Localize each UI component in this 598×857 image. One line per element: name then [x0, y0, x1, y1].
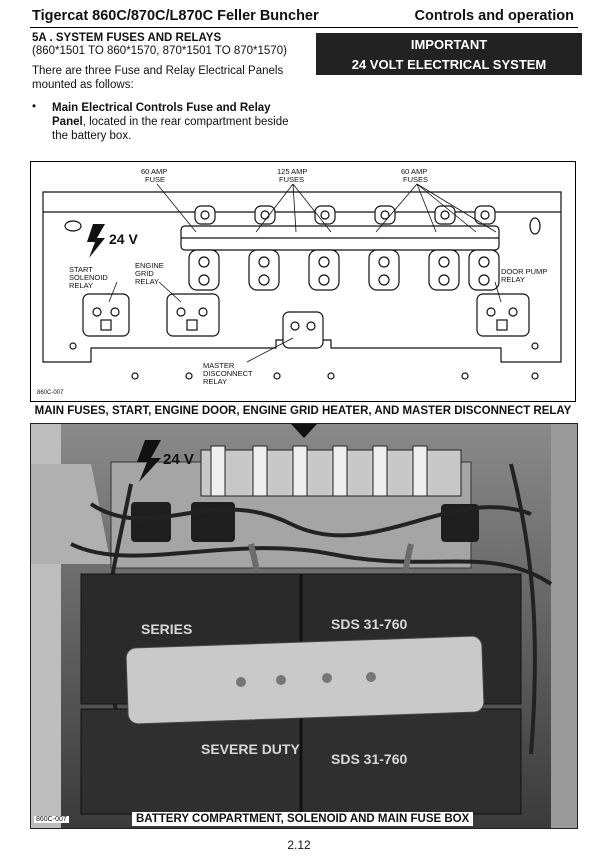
bullet-marker: • — [32, 101, 37, 113]
important-title: IMPORTANT — [410, 37, 488, 52]
label-start-1: START — [69, 265, 93, 274]
label-60-amp-left-1: 60 AMP — [141, 167, 167, 176]
photo-illustration: SERIES SDS 31-760 SEVERE DUTY SDS 31-760… — [31, 424, 577, 828]
diagram-code: 860C-007 — [37, 390, 64, 396]
battery-brand-bottom-left: SEVERE DUTY — [201, 741, 300, 757]
battery-compartment-photo: SERIES SDS 31-760 SEVERE DUTY SDS 31-760… — [30, 423, 578, 829]
photo-voltage: 24 V — [163, 451, 194, 468]
battery-brand-top-right: SDS 31-760 — [331, 616, 407, 632]
label-start-3: RELAY — [69, 281, 93, 290]
label-grid-2: GRID — [135, 269, 154, 278]
section-title: Controls and operation — [414, 8, 575, 24]
label-start-2: SOLENOID — [69, 273, 108, 282]
important-text: 24 VOLT ELECTRICAL SYSTEM — [351, 57, 547, 72]
document-title: Tigercat 860C/870C/L870C Feller Buncher — [32, 8, 319, 24]
pointer-arrow-icon — [291, 424, 317, 438]
serial-range: (860*1501 TO 860*1570, 870*1501 TO 870*1… — [32, 45, 287, 57]
header-rule — [30, 27, 578, 28]
lightning-bolt-icon — [87, 224, 105, 258]
fuse-panel-drawing: 24 V 60 AMP FUSE 125 AMP FUSES 60 AMP FU… — [37, 167, 562, 396]
label-125-amp-2: FUSES — [279, 175, 304, 184]
battery-brand-bottom-right: SDS 31-760 — [331, 751, 407, 767]
photo-caption: BATTERY COMPARTMENT, SOLENOID AND MAIN F… — [132, 812, 474, 826]
label-master-3: RELAY — [203, 377, 227, 386]
battery-brand-top-left: SERIES — [141, 621, 192, 637]
important-notice: IMPORTANT 24 VOLT ELECTRICAL SYSTEM — [316, 33, 582, 75]
page-number: 2.12 — [287, 838, 311, 852]
photo-lightning-bolt-icon — [137, 440, 161, 482]
diagram-voltage: 24 V — [109, 231, 138, 247]
label-grid-3: RELAY — [135, 277, 159, 286]
label-master-2: DISCONNECT — [203, 369, 253, 378]
label-door-2: RELAY — [501, 275, 525, 284]
label-grid-1: ENGINE — [135, 261, 164, 270]
label-60-amp-right-2: FUSES — [403, 175, 428, 184]
bullet-rest: , located in the rear compartment beside… — [52, 116, 289, 142]
label-master-1: MASTER — [203, 361, 235, 370]
photo-code: 860C-007 — [34, 816, 69, 823]
label-60-amp-right-1: 60 AMP — [401, 167, 427, 176]
bullet-item: Main Electrical Controls Fuse and Relay … — [52, 101, 302, 143]
label-door-1: DOOR PUMP — [501, 267, 547, 276]
label-125-amp-1: 125 AMP — [277, 167, 307, 176]
bullet-bold: Main Electrical Controls Fuse and Relay … — [52, 102, 271, 128]
diagram-caption: MAIN FUSES, START, ENGINE DOOR, ENGINE G… — [34, 405, 572, 417]
intro-paragraph: There are three Fuse and Relay Electrica… — [32, 65, 284, 91]
section-heading: 5A . SYSTEM FUSES AND RELAYS — [32, 32, 222, 44]
fuse-panel-diagram: 24 V 60 AMP FUSE 125 AMP FUSES 60 AMP FU… — [30, 161, 576, 402]
label-60-amp-left-2: FUSE — [145, 175, 165, 184]
